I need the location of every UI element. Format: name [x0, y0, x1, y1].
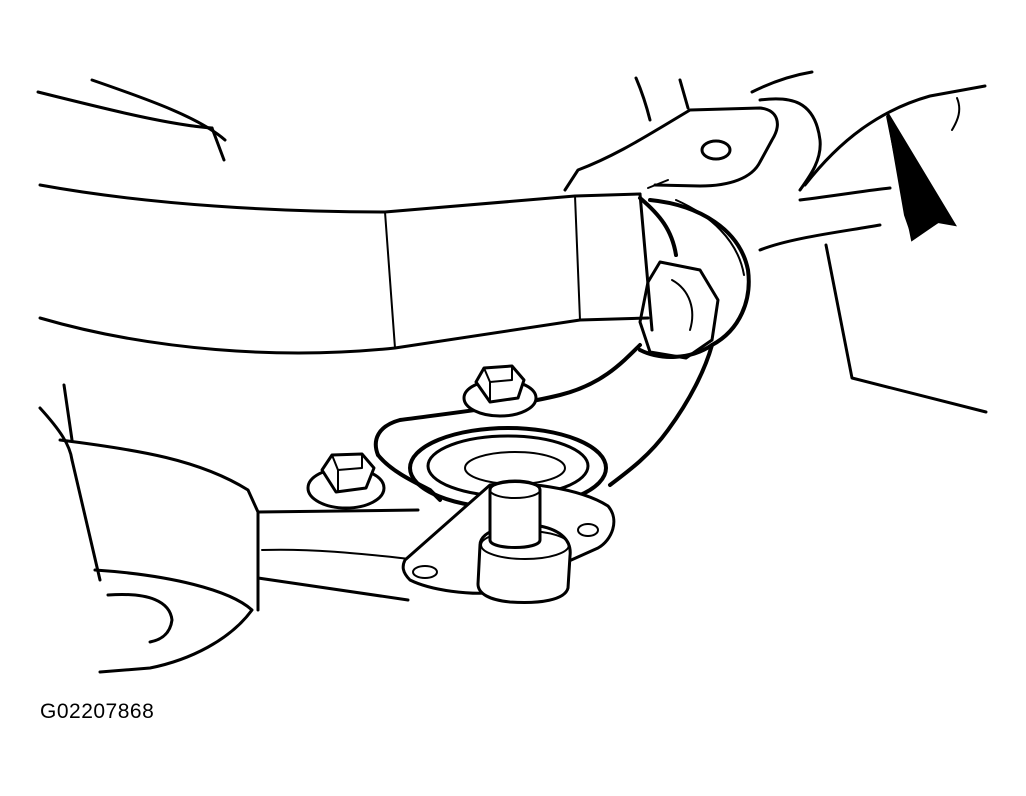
- flange-bolt-left: [306, 452, 386, 510]
- upper-mount-bracket: [563, 106, 779, 192]
- exhaust-pipe: [256, 508, 421, 602]
- crossmember: [38, 183, 654, 355]
- hanger-bracket-arm: [373, 343, 714, 502]
- figure-id-label: G02207868: [40, 700, 155, 723]
- hex-nut-large: [638, 260, 720, 360]
- body-panel-lower: [38, 383, 260, 674]
- arrow-up-icon: [886, 111, 957, 242]
- flange-bolt-upper: [462, 364, 538, 418]
- body-panel-upper: [36, 78, 227, 162]
- frame-rail-right: [634, 70, 988, 414]
- bottom-flange-plate: [401, 479, 616, 604]
- rubber-isolator: [638, 196, 751, 359]
